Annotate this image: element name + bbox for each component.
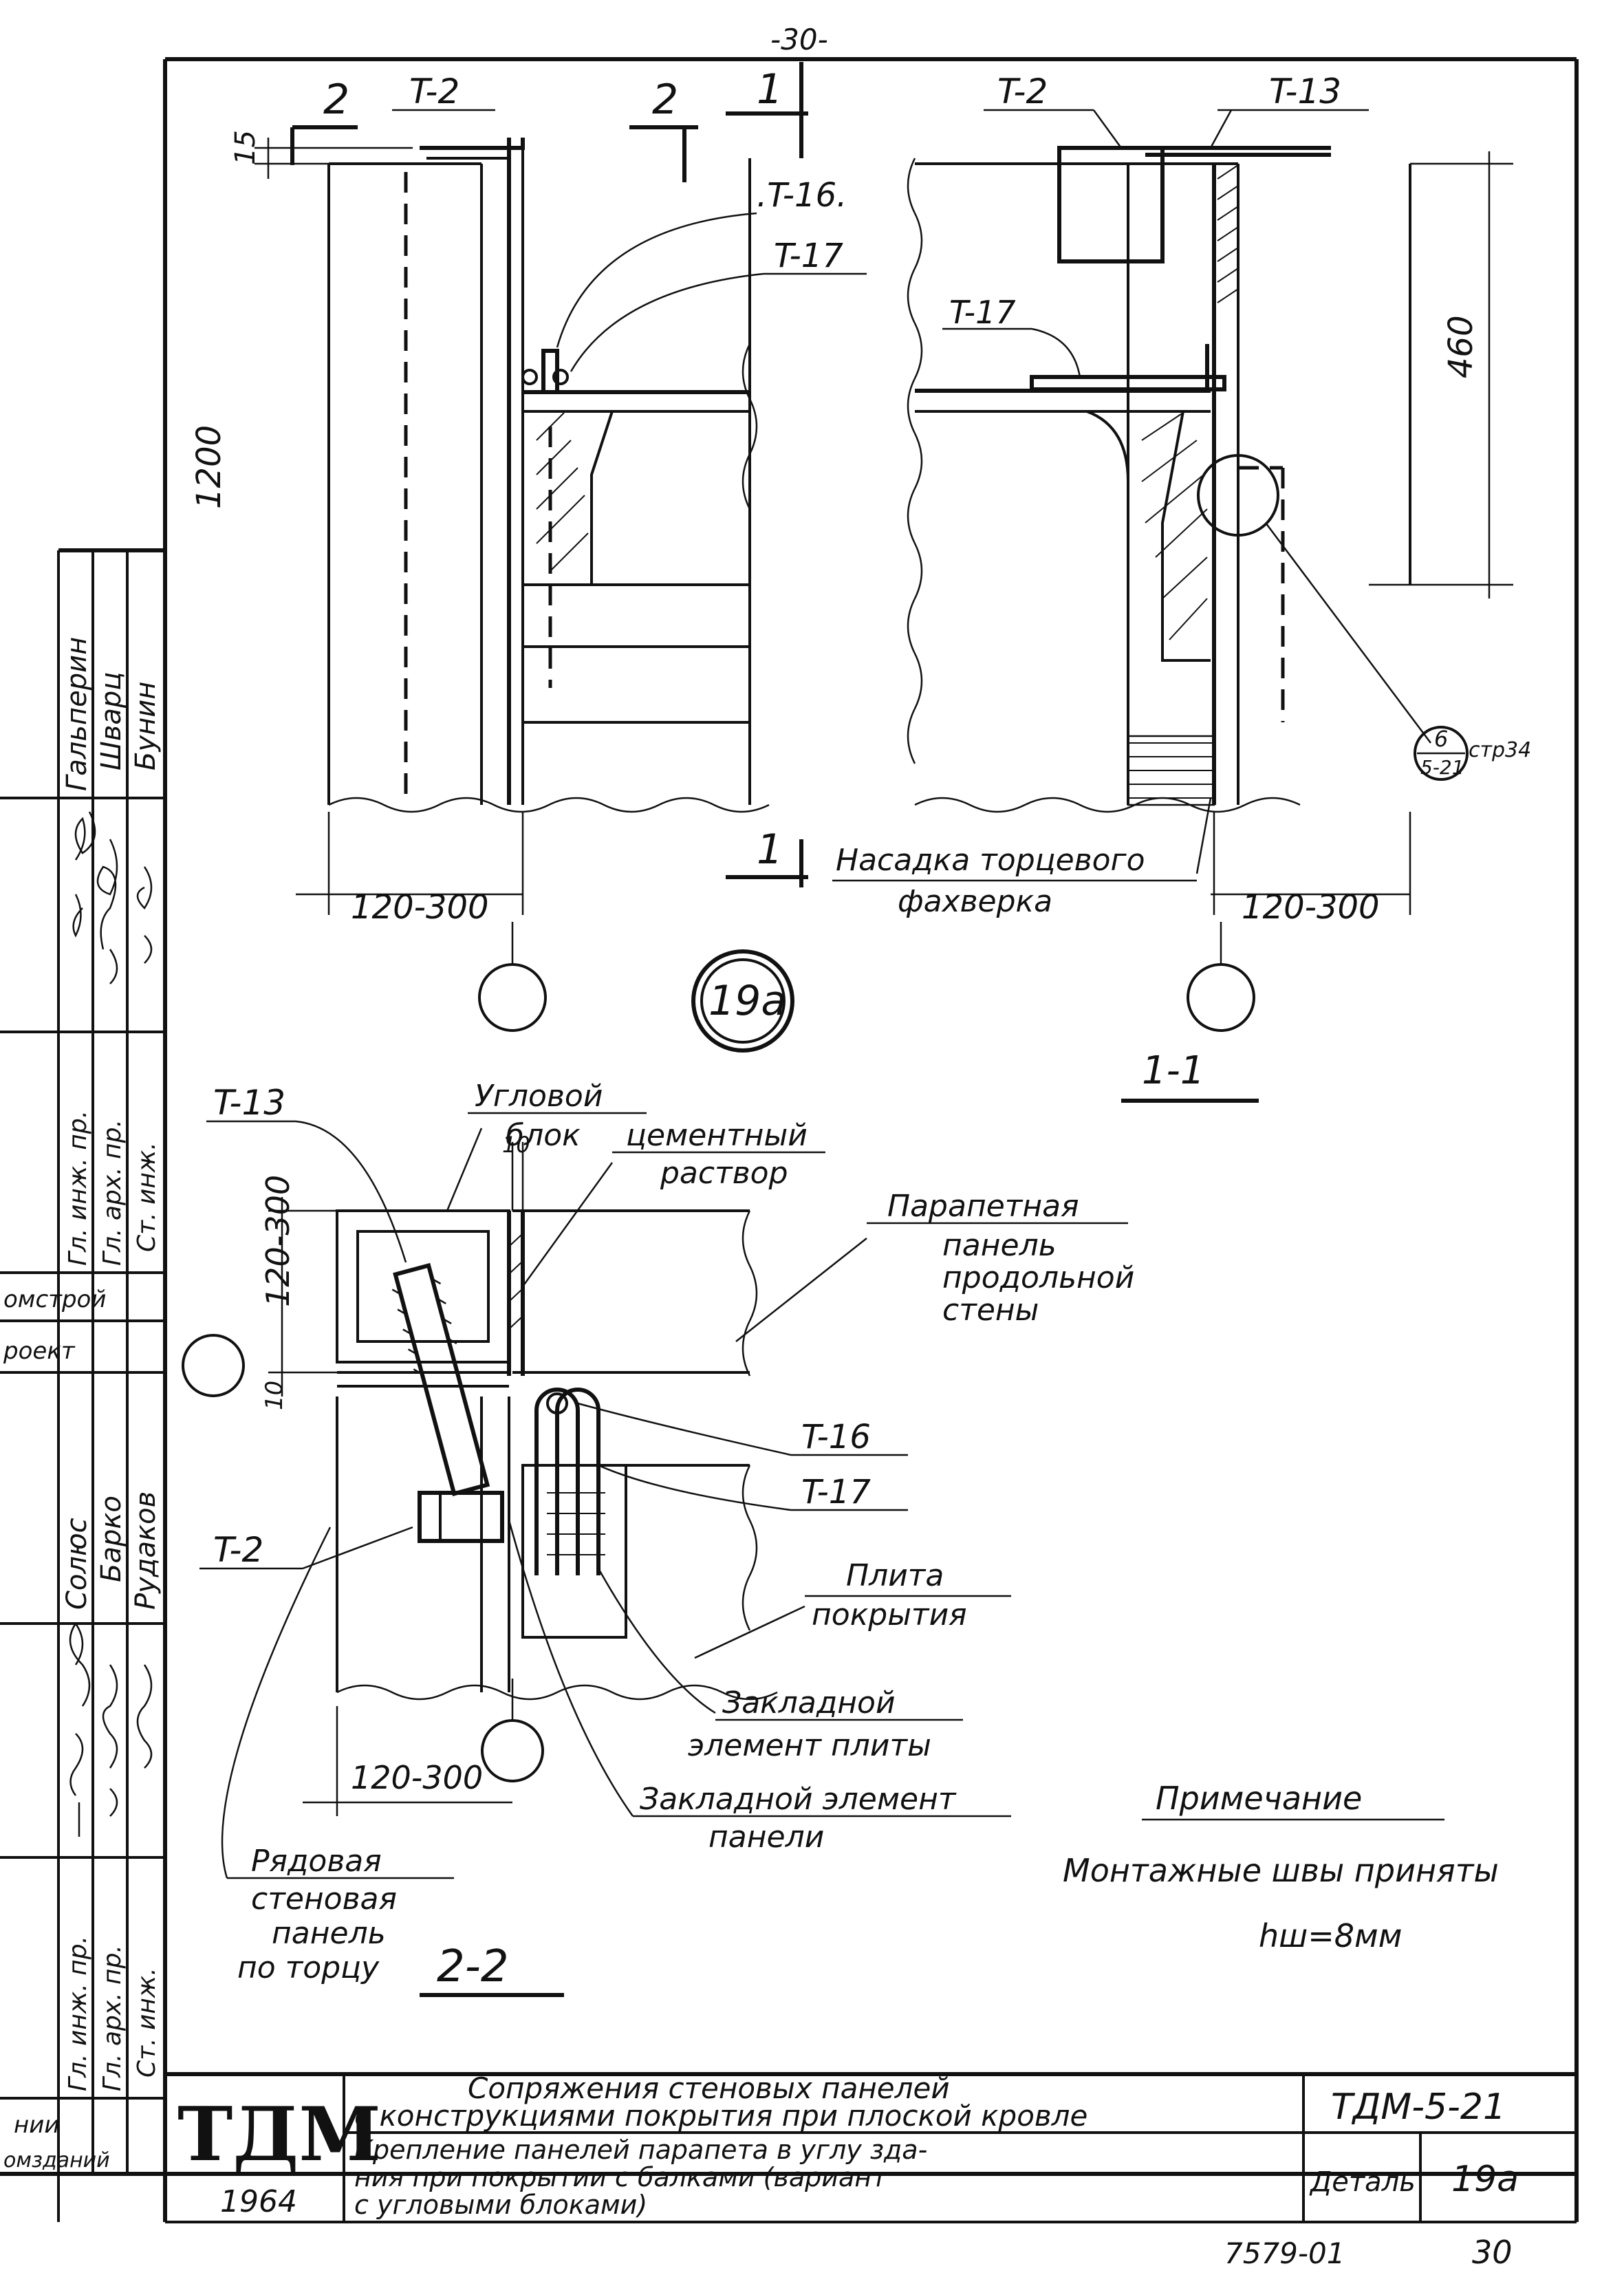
ref-callout-bottom: 5-21	[1420, 756, 1464, 779]
dim-width-right: 120-300	[1242, 888, 1380, 927]
section-2-2: 120-300 10 10 120-300 T-13 Угловой блок …	[182, 1079, 1134, 1997]
label-embed-slab-2: элемент плиты	[688, 1728, 931, 1763]
dim-10-top: 10	[502, 1132, 530, 1158]
ref-callout-top: 6	[1434, 726, 1448, 752]
detail-badge-text: 19a	[708, 977, 786, 1025]
stamp-org-1: омстрой	[3, 1286, 106, 1313]
label-parapet-2: панель	[942, 1228, 1057, 1263]
page-number-top: -30-	[770, 23, 828, 56]
detail-label: Деталь	[1309, 2166, 1416, 2198]
section-1-1: 6 5-21 стр34 T-2 T-13 T-17 460 120-300 Н…	[832, 72, 1531, 1103]
detail-circle	[1197, 454, 1279, 537]
dim-width-left: 120-300	[351, 888, 489, 927]
note-line2: hш=8мм	[1259, 1917, 1402, 1954]
code: ТДМ-5-21	[1331, 2087, 1506, 2128]
detail-value: 19a	[1451, 2159, 1519, 2200]
label-t2-left: T-2	[409, 72, 459, 111]
stamp-role-2: Гл. арх. пр.	[98, 1119, 127, 1266]
logo-tdm: ТДМ	[177, 2091, 381, 2178]
label-slab-2: покрытия	[812, 1597, 967, 1632]
label-t2-2-2: T-2	[213, 1530, 263, 1570]
title-block: ТДМ 1964 Сопряжения стеновых панелей с к…	[0, 2071, 1577, 2223]
axis-bubble-2-2-left	[182, 1334, 245, 1397]
page-number-bottom: 30	[1472, 2234, 1513, 2271]
cut-2-left: 2	[323, 76, 349, 124]
stamp-role-4: Гл. инж. пр.	[64, 1936, 92, 2091]
label-t16-2-2: T-16	[801, 1418, 871, 1456]
dim-width-2-2: 120-300	[351, 1759, 483, 1796]
note-facing-1: Насадка торцевого	[836, 843, 1145, 878]
stamp-bottom-1: нии	[14, 2111, 59, 2139]
label-t13-right: T-13	[1269, 72, 1341, 111]
label-row-panel-3: панель	[272, 1916, 386, 1951]
sub-title-3: с угловыми блоками)	[354, 2190, 647, 2220]
cut-1-top: 1	[757, 65, 783, 114]
dim-460: 460	[1442, 315, 1480, 378]
label-t13-2-2: T-13	[213, 1083, 285, 1123]
side-stamp: Гальперин Шварц Бунин Гл. инж. пр. Гл. а…	[0, 548, 165, 2222]
label-mortar-1: цементный	[626, 1118, 808, 1153]
year: 1964	[220, 2184, 297, 2219]
label-t2-right: T-2	[997, 72, 1048, 111]
sub-title-2: ния при покрытии с балками (вариант	[354, 2162, 888, 2192]
detail-badge: 19a	[691, 949, 794, 1053]
stamp-name-4: Солюс	[61, 1518, 93, 1610]
main-title-2: с конструкциями покрытия при плоской кро…	[354, 2099, 1087, 2133]
axis-bubble-left	[478, 963, 547, 1032]
section-1-1-title: 1-1	[1142, 1048, 1204, 1093]
stamp-name-3: Бунин	[130, 682, 162, 770]
label-embed-panel-2: панели	[708, 1820, 824, 1855]
dim-1200: 1200	[190, 425, 228, 509]
label-row-panel-1: Рядовая	[251, 1844, 382, 1879]
dim-vert-2-2: 120-300	[259, 1175, 296, 1307]
stamp-name-5: Барко	[96, 1496, 127, 1582]
label-row-panel-2: стеновая	[251, 1882, 397, 1917]
archive-number: 7579-01	[1224, 2236, 1345, 2270]
stamp-role-1: Гл. инж. пр.	[64, 1110, 92, 1266]
label-embed-panel-1: Закладной элемент	[640, 1782, 957, 1817]
signatures	[69, 811, 153, 1837]
dim-10-left: 10	[261, 1381, 288, 1410]
stamp-role-6: Ст. инж.	[133, 1967, 161, 2078]
main-title-1: Сопряжения стеновых панелей	[468, 2071, 950, 2105]
section-2-2-title: 2-2	[437, 1941, 509, 1992]
label-mortar-2: раствор	[660, 1156, 788, 1191]
label-parapet-3: продольной	[942, 1260, 1134, 1295]
label-t17-right: T-17	[949, 294, 1016, 331]
cut-2-right: 2	[652, 76, 678, 124]
note-block: Примечание Монтажные швы приняты hш=8мм	[1063, 1780, 1499, 1954]
label-embed-slab-1: Закладной	[722, 1685, 896, 1721]
stamp-bottom-2: омзданий	[3, 2148, 110, 2172]
label-row-panel-4: по торцу	[237, 1950, 380, 1985]
label-slab-1: Плита	[846, 1558, 944, 1593]
sheet-frame	[163, 57, 1579, 2222]
stamp-org-2: роект	[3, 1337, 76, 1365]
label-corner-1: Угловой	[475, 1079, 603, 1114]
stamp-role-3: Ст. инж.	[133, 1142, 161, 1252]
note-facing-2: фахверка	[898, 884, 1052, 919]
axis-bubble-right	[1187, 963, 1255, 1032]
stamp-name-2: Шварц	[96, 672, 127, 770]
ref-callout-page: стр34	[1469, 738, 1531, 762]
note-line1: Монтажные швы приняты	[1063, 1852, 1499, 1889]
label-corner-2: блок	[506, 1118, 581, 1153]
label-parapet-1: Парапетная	[887, 1189, 1079, 1224]
ref-callout-circle	[1414, 726, 1469, 781]
label-parapet-4: стены	[942, 1293, 1039, 1328]
label-t17-left: T-17	[774, 237, 843, 275]
note-heading: Примечание	[1156, 1780, 1362, 1817]
cut-1-bottom: 1	[757, 826, 783, 874]
elevation-left: 2 2 1 1 T-2 .T-16. T-17 15 1200 120-300	[190, 62, 867, 1032]
sub-title-1: Крепление панелей парапета в углу зда-	[354, 2135, 927, 2165]
label-t17-2-2: T-17	[801, 1473, 871, 1511]
stamp-role-5: Гл. арх. пр.	[98, 1945, 127, 2091]
stamp-name-1: Гальперин	[61, 637, 93, 791]
label-t16-left: .T-16.	[757, 176, 847, 215]
stamp-name-6: Рудаков	[130, 1491, 162, 1610]
axis-bubble-2-2-bottom	[481, 1719, 544, 1782]
